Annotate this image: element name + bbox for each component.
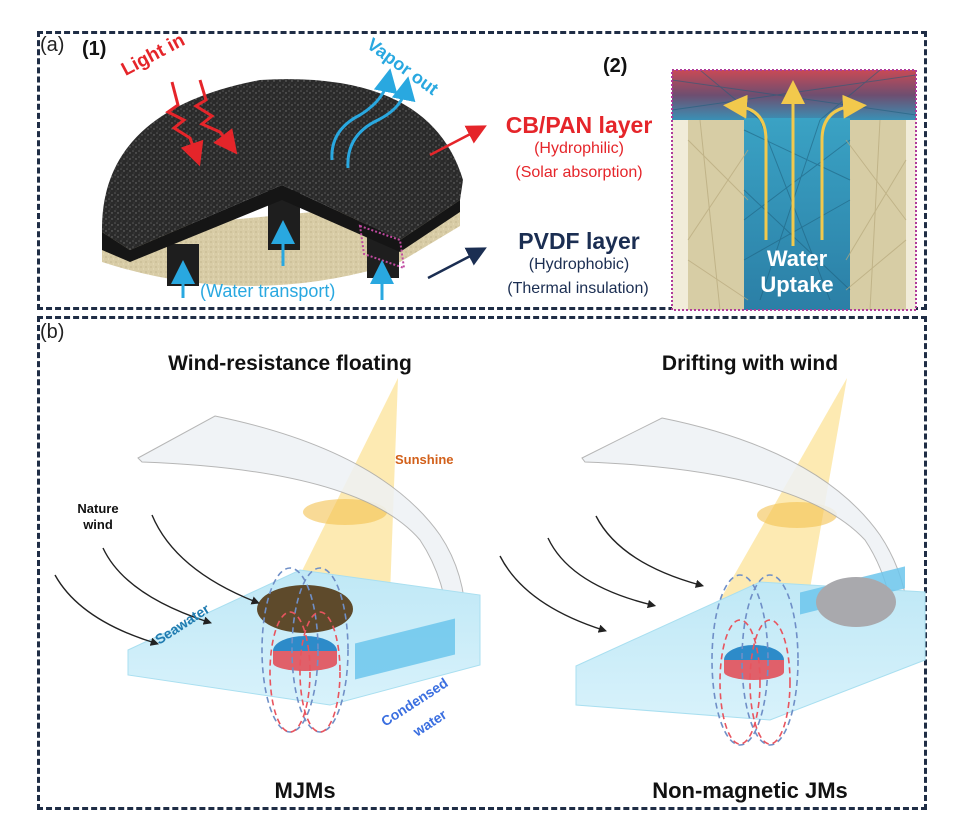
cb-pan-property-1: (Hydrophilic) [534, 140, 624, 157]
light-in-arrow-1 [165, 81, 204, 167]
panel-a-frame [37, 31, 927, 310]
uptake-arrow-left [723, 94, 768, 240]
subpanel-2-label: (2) [603, 55, 628, 77]
left-scene-title: Wind-resistance floating [168, 352, 412, 375]
pvdf-property-2: (Thermal insulation) [507, 280, 649, 297]
zoom-region-box [358, 224, 406, 270]
cb-pan-title: CB/PAN layer [505, 112, 653, 138]
membrane-illustration [101, 68, 917, 311]
water-uptake-label-2: Uptake [760, 272, 834, 297]
left-scene-caption: MJMs [274, 778, 336, 803]
wind-arrow-4 [499, 555, 607, 633]
wind-arrow-6 [595, 515, 705, 588]
cb-pan-pointer [429, 125, 487, 157]
wind-arrow-3 [151, 514, 260, 605]
wind-arrow-5 [547, 537, 657, 609]
water-transport-label: (Water transport) [200, 281, 336, 301]
water-uptake-label-1: Water [766, 246, 828, 271]
wind-arrow-1 [54, 574, 160, 646]
vapor-out-arrow-1 [330, 68, 398, 161]
light-in-arrow-2 [193, 79, 238, 155]
nature-wind-label-1: Nature [77, 501, 119, 516]
right-scene-caption: Non-magnetic JMs [652, 778, 848, 803]
right-scene-title: Drifting with wind [661, 352, 839, 375]
vapor-out-arrow-2 [346, 76, 416, 169]
panel-a-label: (a) [40, 34, 65, 56]
panel-b-frame [37, 316, 927, 810]
condensed-water-left [355, 618, 455, 680]
janus-membrane-right-drifted [816, 577, 896, 627]
janus-membrane-left [257, 585, 353, 633]
non-magnetic-scene [499, 378, 926, 746]
mjm-scene [54, 378, 481, 733]
water-uptake-illustration [671, 69, 917, 311]
pvdf-property-1: (Hydrophobic) [528, 256, 630, 273]
cb-pan-property-2: (Solar absorption) [515, 164, 643, 181]
uptake-arrow-right [820, 94, 867, 240]
evaporator-illustrations [54, 378, 926, 746]
wind-arrow-2 [102, 547, 212, 625]
panel-b-label: (b) [40, 321, 65, 343]
subpanel-1-label: (1) [82, 38, 107, 60]
pvdf-pointer [427, 247, 487, 280]
nature-wind-label-2: wind [83, 517, 113, 532]
sunshine-label: Sunshine [395, 452, 454, 467]
pvdf-title: PVDF layer [518, 228, 640, 254]
